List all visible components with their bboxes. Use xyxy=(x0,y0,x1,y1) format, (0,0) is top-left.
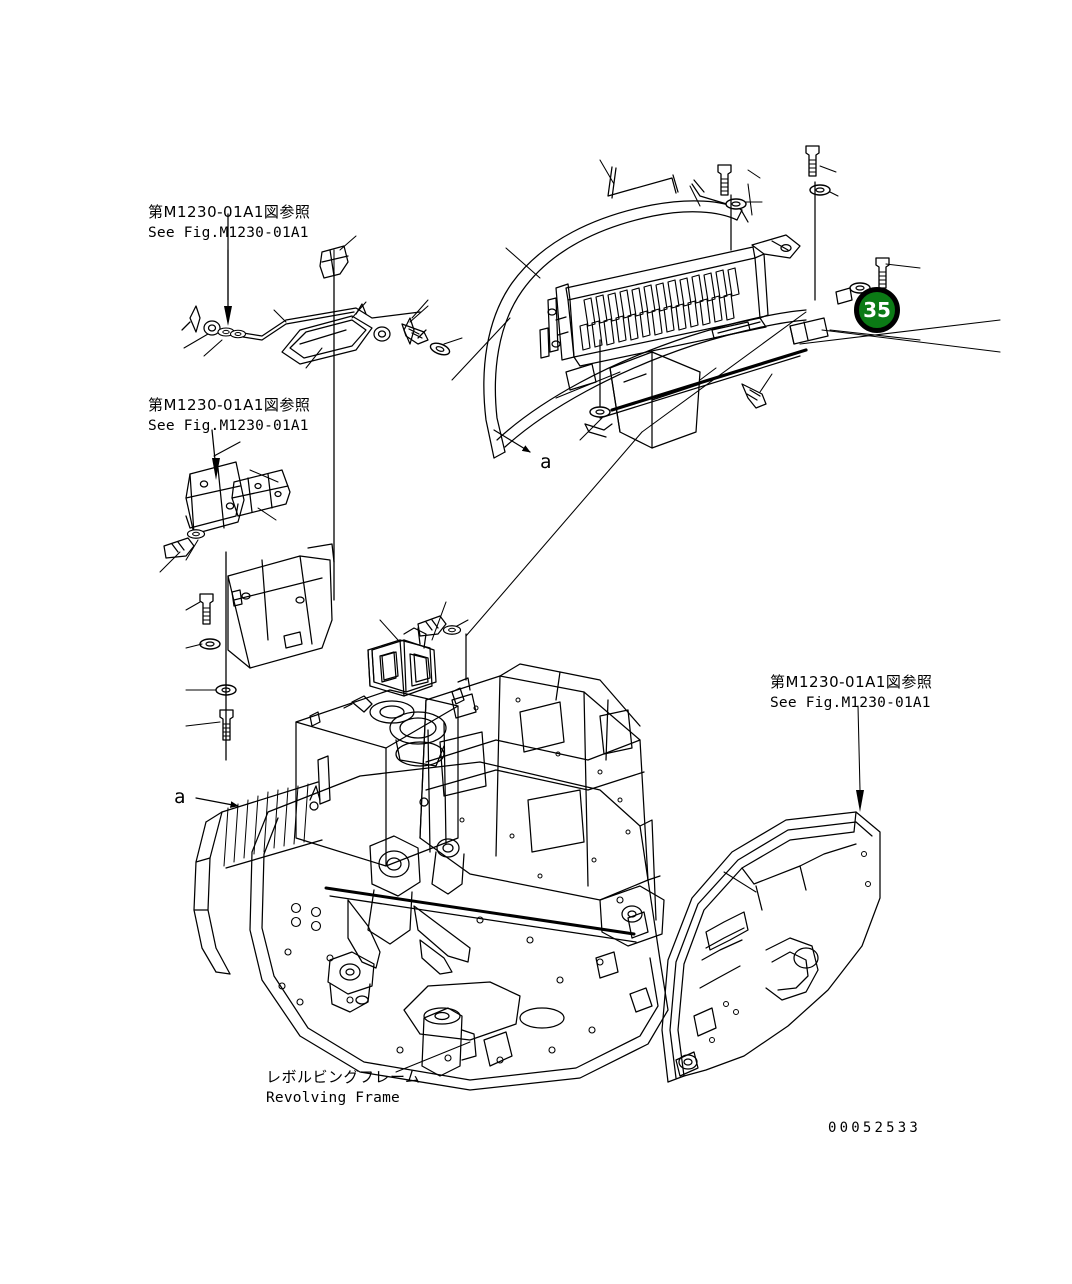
mid-left-bracket-assembly xyxy=(163,429,291,559)
revolving-frame xyxy=(193,663,669,1091)
caption-leader xyxy=(395,1041,471,1073)
latch-leader-lines xyxy=(183,235,429,369)
engine-hood-assembly xyxy=(401,145,890,459)
reference-note-top-left-jp: 第M1230-01A1図参照 xyxy=(148,203,311,221)
reference-note-right-en: See Fig.M1230-01A1 xyxy=(770,695,931,711)
figure-caption-en: Revolving Frame xyxy=(266,1090,400,1106)
hood-leader-lines xyxy=(409,159,1001,441)
reference-note-mid-left-en: See Fig.M1230-01A1 xyxy=(148,418,309,434)
reference-note-right-jp: 第M1230-01A1図参照 xyxy=(770,673,933,691)
section-arrow-top xyxy=(493,429,531,453)
reference-arrow-mid-left xyxy=(213,441,241,457)
drawing-geometry xyxy=(159,145,1001,1091)
left-fastener-column xyxy=(199,551,237,761)
section-marker-a-top: a xyxy=(540,451,552,473)
part-callout-35[interactable]: 35 xyxy=(854,287,900,333)
mid-bracket-leader-lines xyxy=(159,469,279,573)
drawing-number: 00052533 xyxy=(828,1120,922,1136)
hydraulic-tank xyxy=(295,689,459,867)
construction-lines xyxy=(225,249,807,761)
right-side-cover-panel xyxy=(661,811,881,1083)
tank-top-box-part xyxy=(371,639,437,693)
figure-caption-jp: レボルビングフレーム xyxy=(266,1068,421,1086)
reference-note-mid-left-jp: 第M1230-01A1図参照 xyxy=(148,396,311,414)
section-marker-a-left: a xyxy=(174,786,186,808)
center-clamp-part xyxy=(367,627,433,697)
center-support-plate xyxy=(227,543,335,669)
left-fastener-leader-lines xyxy=(185,601,221,727)
clamp-fasteners xyxy=(417,615,467,681)
reference-note-top-left-en: See Fig.M1230-01A1 xyxy=(148,225,309,241)
section-arrow-left xyxy=(195,797,239,808)
right-panel-leaders xyxy=(723,705,864,893)
